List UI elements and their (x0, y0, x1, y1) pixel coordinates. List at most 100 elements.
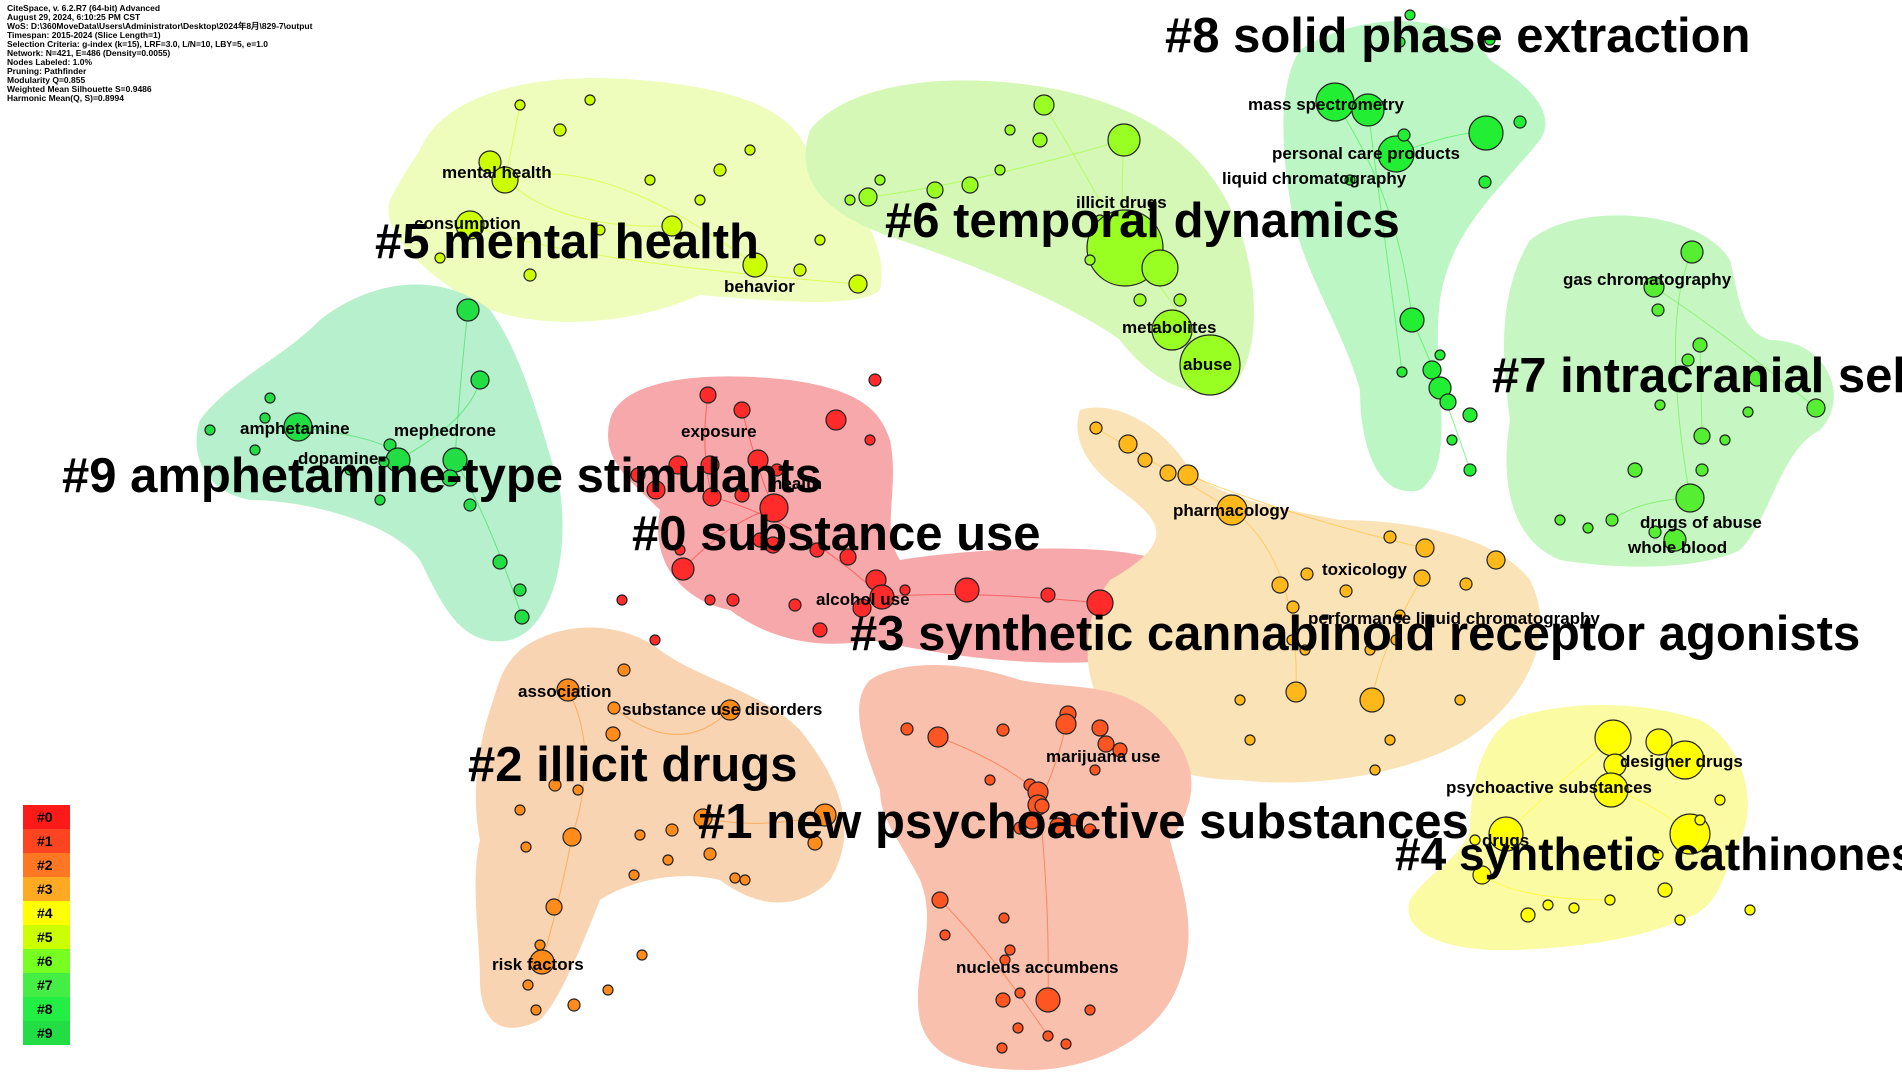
keyword-node[interactable] (747, 449, 769, 471)
keyword-node[interactable] (513, 583, 527, 597)
keyword-node[interactable] (1299, 644, 1311, 656)
keyword-node[interactable] (530, 1004, 542, 1016)
keyword-node[interactable] (864, 434, 876, 446)
keyword-node[interactable] (1364, 644, 1376, 656)
keyword-node[interactable] (994, 164, 1006, 176)
keyword-node[interactable] (1216, 494, 1248, 526)
keyword-node[interactable] (1359, 687, 1385, 713)
keyword-node[interactable] (616, 594, 628, 606)
keyword-node[interactable] (1462, 407, 1478, 423)
keyword-node[interactable] (1091, 719, 1109, 737)
keyword-node[interactable] (1582, 522, 1594, 534)
keyword-node[interactable] (1151, 309, 1193, 351)
keyword-node[interactable] (1554, 514, 1566, 526)
keyword-node[interactable] (931, 891, 949, 909)
keyword-node[interactable] (607, 701, 621, 715)
keyword-node[interactable] (1034, 798, 1050, 814)
keyword-node[interactable] (939, 929, 951, 941)
keyword-node[interactable] (793, 263, 807, 277)
keyword-node[interactable] (996, 1042, 1008, 1054)
keyword-node[interactable] (1806, 398, 1826, 418)
keyword-node[interactable] (858, 187, 878, 207)
keyword-node[interactable] (1107, 123, 1141, 157)
keyword-node[interactable] (1605, 513, 1619, 527)
keyword-node[interactable] (514, 804, 526, 816)
keyword-node[interactable] (704, 594, 716, 606)
keyword-node[interactable] (1089, 421, 1103, 435)
keyword-node[interactable] (344, 464, 356, 476)
keyword-node[interactable] (1468, 115, 1504, 151)
keyword-node[interactable] (572, 784, 584, 796)
keyword-node[interactable] (1133, 293, 1147, 307)
keyword-node[interactable] (1675, 483, 1705, 513)
keyword-node[interactable] (628, 869, 640, 881)
keyword-node[interactable] (514, 99, 526, 111)
keyword-node[interactable] (1454, 694, 1466, 706)
keyword-node[interactable] (1012, 1022, 1024, 1034)
keyword-node[interactable] (868, 373, 882, 387)
keyword-node[interactable] (1645, 728, 1673, 756)
keyword-node[interactable] (630, 467, 646, 483)
keyword-node[interactable] (1513, 115, 1527, 129)
keyword-node[interactable] (1285, 681, 1307, 703)
keyword-node[interactable] (1657, 882, 1673, 898)
keyword-node[interactable] (1023, 812, 1041, 830)
keyword-node[interactable] (1604, 894, 1616, 906)
keyword-node[interactable] (844, 194, 856, 206)
keyword-node[interactable] (1083, 823, 1097, 837)
keyword-node[interactable] (1173, 293, 1187, 307)
keyword-node[interactable] (734, 487, 750, 503)
keyword-node[interactable] (1013, 821, 1027, 835)
keyword-node[interactable] (456, 298, 480, 322)
keyword-node[interactable] (1179, 334, 1241, 396)
keyword-node[interactable] (1035, 987, 1061, 1013)
keyword-node[interactable] (463, 498, 477, 512)
keyword-node[interactable] (1141, 249, 1179, 287)
keyword-node[interactable] (605, 726, 621, 742)
keyword-node[interactable] (1086, 589, 1114, 617)
keyword-node[interactable] (995, 992, 1011, 1008)
keyword-node[interactable] (1004, 944, 1016, 956)
keyword-node[interactable] (954, 577, 980, 603)
keyword-node[interactable] (1693, 427, 1711, 445)
keyword-node[interactable] (1137, 452, 1153, 468)
keyword-node[interactable] (1234, 694, 1246, 706)
keyword-node[interactable] (719, 699, 741, 721)
keyword-node[interactable] (545, 898, 563, 916)
keyword-node[interactable] (556, 678, 580, 702)
keyword-node[interactable] (733, 401, 751, 419)
keyword-node[interactable] (1542, 899, 1554, 911)
keyword-node[interactable] (1396, 366, 1408, 378)
keyword-node[interactable] (996, 723, 1010, 737)
keyword-node[interactable] (744, 144, 756, 156)
keyword-node[interactable] (1394, 36, 1406, 48)
keyword-node[interactable] (899, 584, 911, 596)
keyword-node[interactable] (1344, 174, 1356, 186)
keyword-node[interactable] (1742, 406, 1754, 418)
keyword-node[interactable] (1422, 360, 1442, 380)
keyword-node[interactable] (529, 949, 555, 975)
keyword-node[interactable] (926, 181, 944, 199)
keyword-node[interactable] (1415, 538, 1435, 558)
keyword-node[interactable] (852, 598, 872, 618)
keyword-node[interactable] (602, 984, 614, 996)
keyword-node[interactable] (1478, 175, 1492, 189)
keyword-node[interactable] (548, 778, 562, 792)
keyword-node[interactable] (1520, 907, 1536, 923)
keyword-node[interactable] (1627, 462, 1643, 478)
keyword-node[interactable] (1271, 576, 1289, 594)
keyword-node[interactable] (1694, 814, 1706, 826)
keyword-node[interactable] (812, 622, 828, 638)
keyword-node[interactable] (1397, 128, 1411, 142)
keyword-node[interactable] (869, 584, 895, 610)
keyword-node[interactable] (1286, 634, 1298, 646)
keyword-node[interactable] (1339, 584, 1353, 598)
keyword-node[interactable] (1040, 587, 1056, 603)
keyword-node[interactable] (553, 123, 567, 137)
keyword-node[interactable] (1351, 93, 1385, 127)
keyword-node[interactable] (455, 210, 485, 240)
keyword-node[interactable] (813, 803, 837, 827)
keyword-node[interactable] (1394, 609, 1406, 621)
keyword-node[interactable] (927, 726, 949, 748)
keyword-node[interactable] (1413, 569, 1431, 587)
